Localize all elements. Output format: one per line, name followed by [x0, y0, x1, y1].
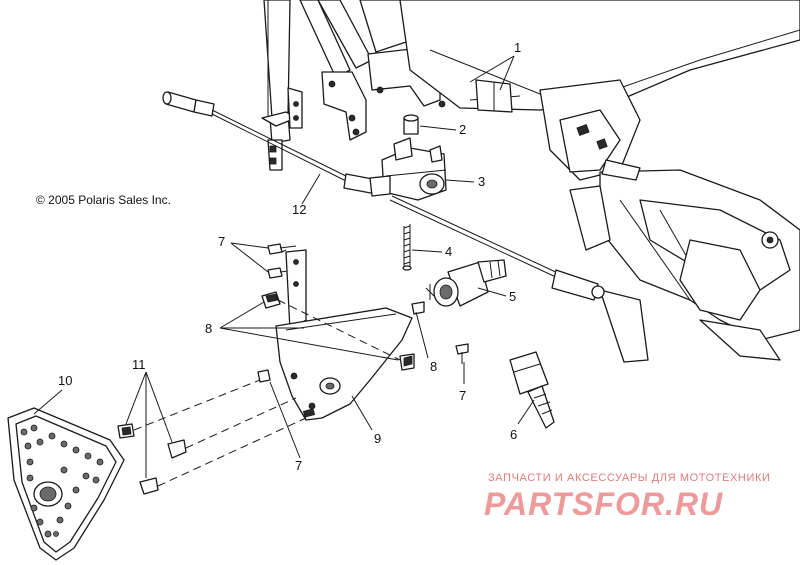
clip — [411, 301, 425, 315]
callouts: 1 2 3 4 5 6 7 7 7 8 8 9 10 11 12 — [58, 40, 521, 473]
callout-5: 5 — [509, 289, 516, 304]
ignition-key-icon — [509, 351, 555, 429]
clip — [261, 291, 281, 309]
callout-8b: 8 — [430, 359, 437, 374]
watermark-tagline: ЗАПЧАСТИ И АКСЕССУАРЫ ДЛЯ МОТОТЕХНИКИ — [488, 472, 771, 484]
copyright-notice: © 2005 Polaris Sales Inc. — [36, 193, 171, 207]
bolt — [455, 343, 469, 364]
speed-nut — [167, 439, 187, 459]
spring — [402, 224, 412, 271]
mounting-bracket — [275, 249, 413, 421]
callout-9: 9 — [374, 431, 381, 446]
vent-holes — [20, 424, 104, 538]
part-cap — [403, 114, 419, 135]
frame-assembly — [261, 0, 800, 363]
callout-8a: 8 — [205, 321, 212, 336]
callout-1: 1 — [514, 40, 521, 55]
ignition-switch-icon — [425, 259, 507, 307]
callout-7c: 7 — [295, 458, 302, 473]
callout-3: 3 — [478, 174, 485, 189]
callout-11: 11 — [132, 357, 146, 372]
cover-panel — [7, 407, 125, 561]
switch-block — [369, 137, 447, 201]
clip — [399, 353, 415, 371]
bolt — [257, 369, 271, 383]
callout-2: 2 — [459, 122, 466, 137]
callout-10: 10 — [58, 373, 72, 388]
assembly-lines — [133, 249, 401, 487]
watermark-logo: PARTSFOR.RU — [484, 486, 724, 522]
callout-7b: 7 — [459, 388, 466, 403]
callout-6: 6 — [510, 427, 517, 442]
callout-7a: 7 — [218, 234, 225, 249]
leader-lines — [33, 55, 535, 478]
choke-cable — [162, 91, 605, 301]
speed-nut — [117, 423, 135, 439]
speed-nut — [139, 477, 159, 495]
callout-12: 12 — [292, 202, 306, 217]
callout-4: 4 — [445, 244, 452, 259]
